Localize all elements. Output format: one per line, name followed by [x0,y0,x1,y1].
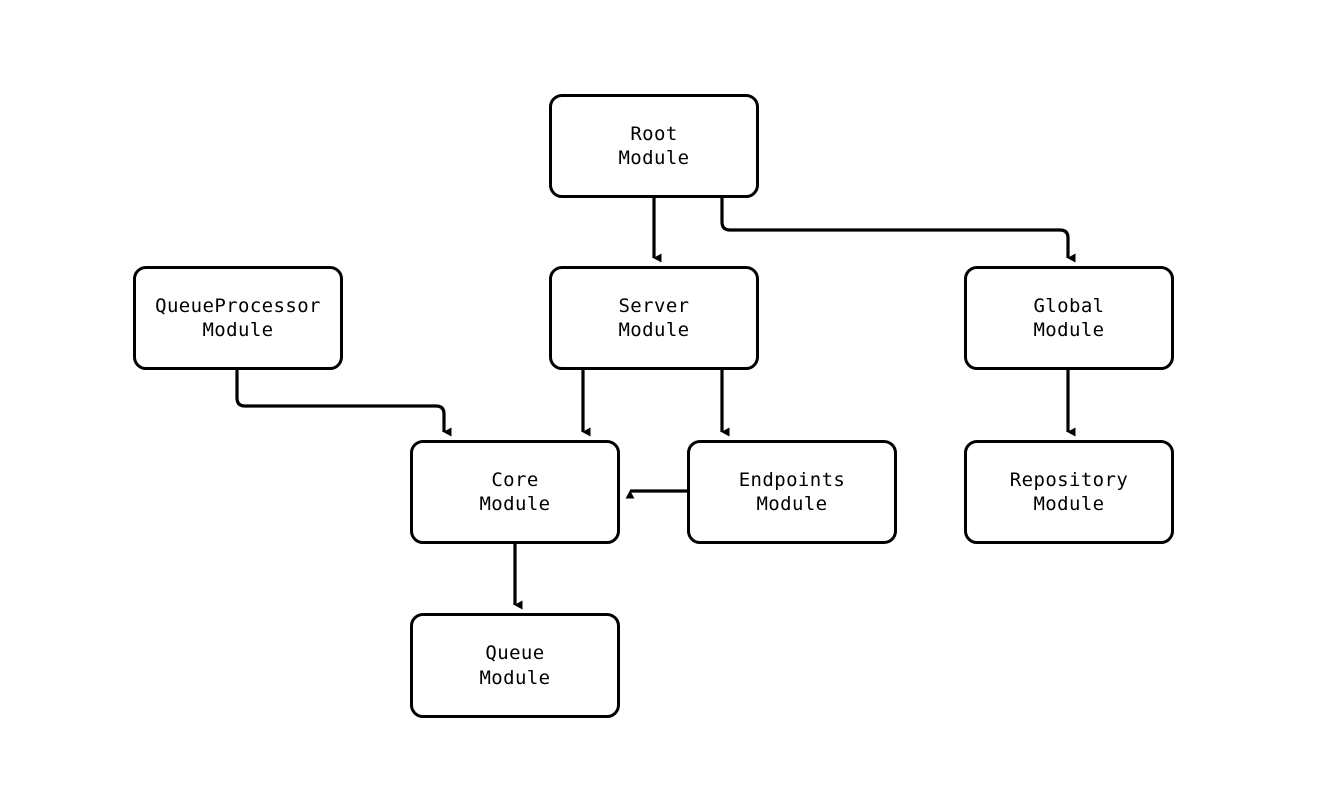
node-label-primary: Repository [1009,468,1129,491]
node-label-secondary: Module [756,493,828,515]
node-label-primary: Core [491,468,539,491]
node-label-secondary: Module [479,666,551,689]
node-label-primary: Server [618,294,690,317]
edge-root-global [720,198,1076,263]
node-label-secondary: Module [618,147,690,169]
node-label-primary: Root [630,122,678,145]
node-label-primary: Endpoints [738,468,846,491]
node-label-secondary: Module [1033,493,1105,515]
node-label-secondary: Module [1033,319,1105,341]
node-label-primary: Queue [485,642,545,665]
node-label-secondary: Module [618,319,690,341]
edge-queueprocessor-core [235,370,452,437]
node-label-primary: QueueProcessor [155,294,321,317]
node-label-secondary: Module [479,493,551,515]
node-label-primary: Global [1033,294,1105,317]
node-label-secondary: Module [202,319,274,341]
